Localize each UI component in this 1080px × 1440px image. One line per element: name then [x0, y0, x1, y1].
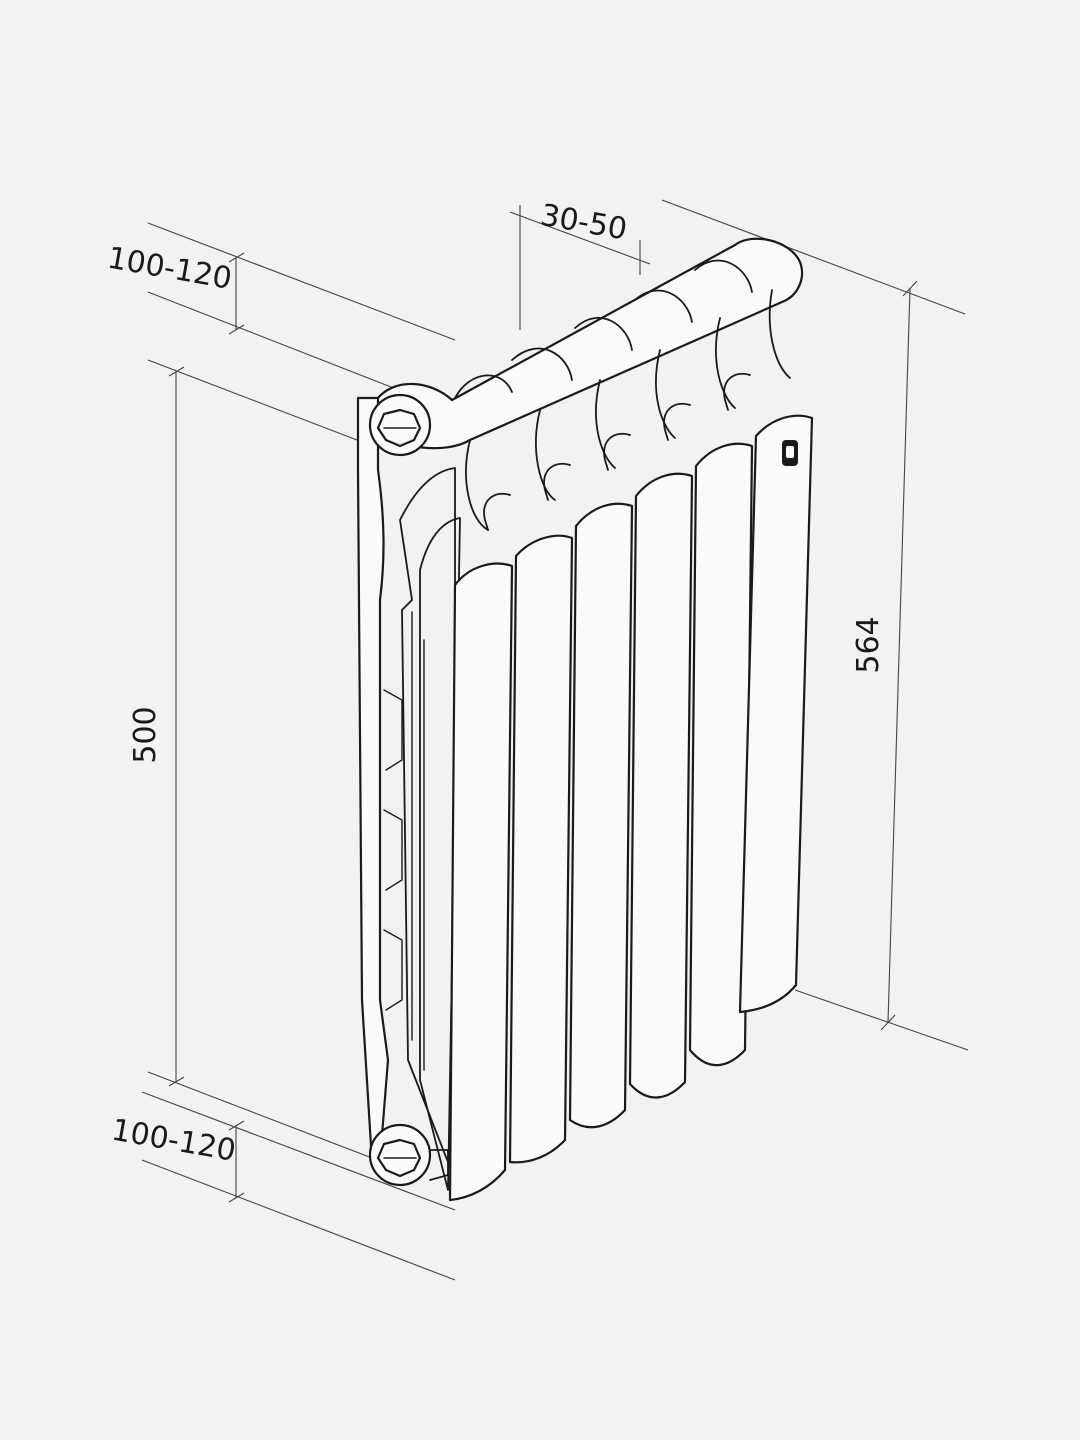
dimension-lines — [141, 199, 969, 1281]
side-fin-1 — [399, 467, 456, 1181]
section-4 — [628, 472, 694, 1099]
section-3 — [568, 502, 634, 1129]
tick — [168, 366, 185, 377]
section-5 — [688, 442, 754, 1067]
bottom-plug — [368, 1123, 449, 1187]
dim-bottom-depth-ext-1 — [141, 1091, 456, 1211]
section-2 — [508, 534, 574, 1164]
dim-top-depth-ext-1 — [147, 222, 456, 341]
dim-axis-ext-bottom — [147, 1071, 373, 1159]
dim-axis-ext-top — [147, 359, 371, 446]
section-1 — [448, 562, 514, 1202]
label-axis-height: 500 — [128, 706, 163, 763]
tick — [880, 1014, 896, 1031]
tick — [168, 1076, 185, 1087]
tick — [228, 324, 245, 335]
tick — [902, 280, 918, 297]
dim-bottom-depth-ext-2 — [141, 1159, 456, 1281]
top-manifold — [370, 237, 804, 450]
top-fins — [465, 289, 791, 531]
tick — [228, 1192, 245, 1203]
side-profile — [356, 396, 390, 1164]
front-panels — [448, 414, 814, 1202]
tick — [228, 252, 245, 263]
section-tips — [483, 372, 751, 531]
tick — [228, 1120, 245, 1131]
dim-height-ext-top — [661, 199, 966, 315]
label-section-gap: 30-50 — [538, 198, 630, 248]
top-plug — [368, 393, 432, 457]
label-total-height: 564 — [851, 616, 886, 673]
section-6 — [738, 414, 814, 1014]
dim-gap-line — [509, 211, 651, 265]
radiator — [356, 237, 814, 1202]
dim-height-line — [887, 287, 911, 1023]
brand-logo-icon — [782, 440, 798, 466]
manifold-bulges — [454, 259, 753, 399]
dim-height-ext-bottom — [794, 989, 969, 1051]
